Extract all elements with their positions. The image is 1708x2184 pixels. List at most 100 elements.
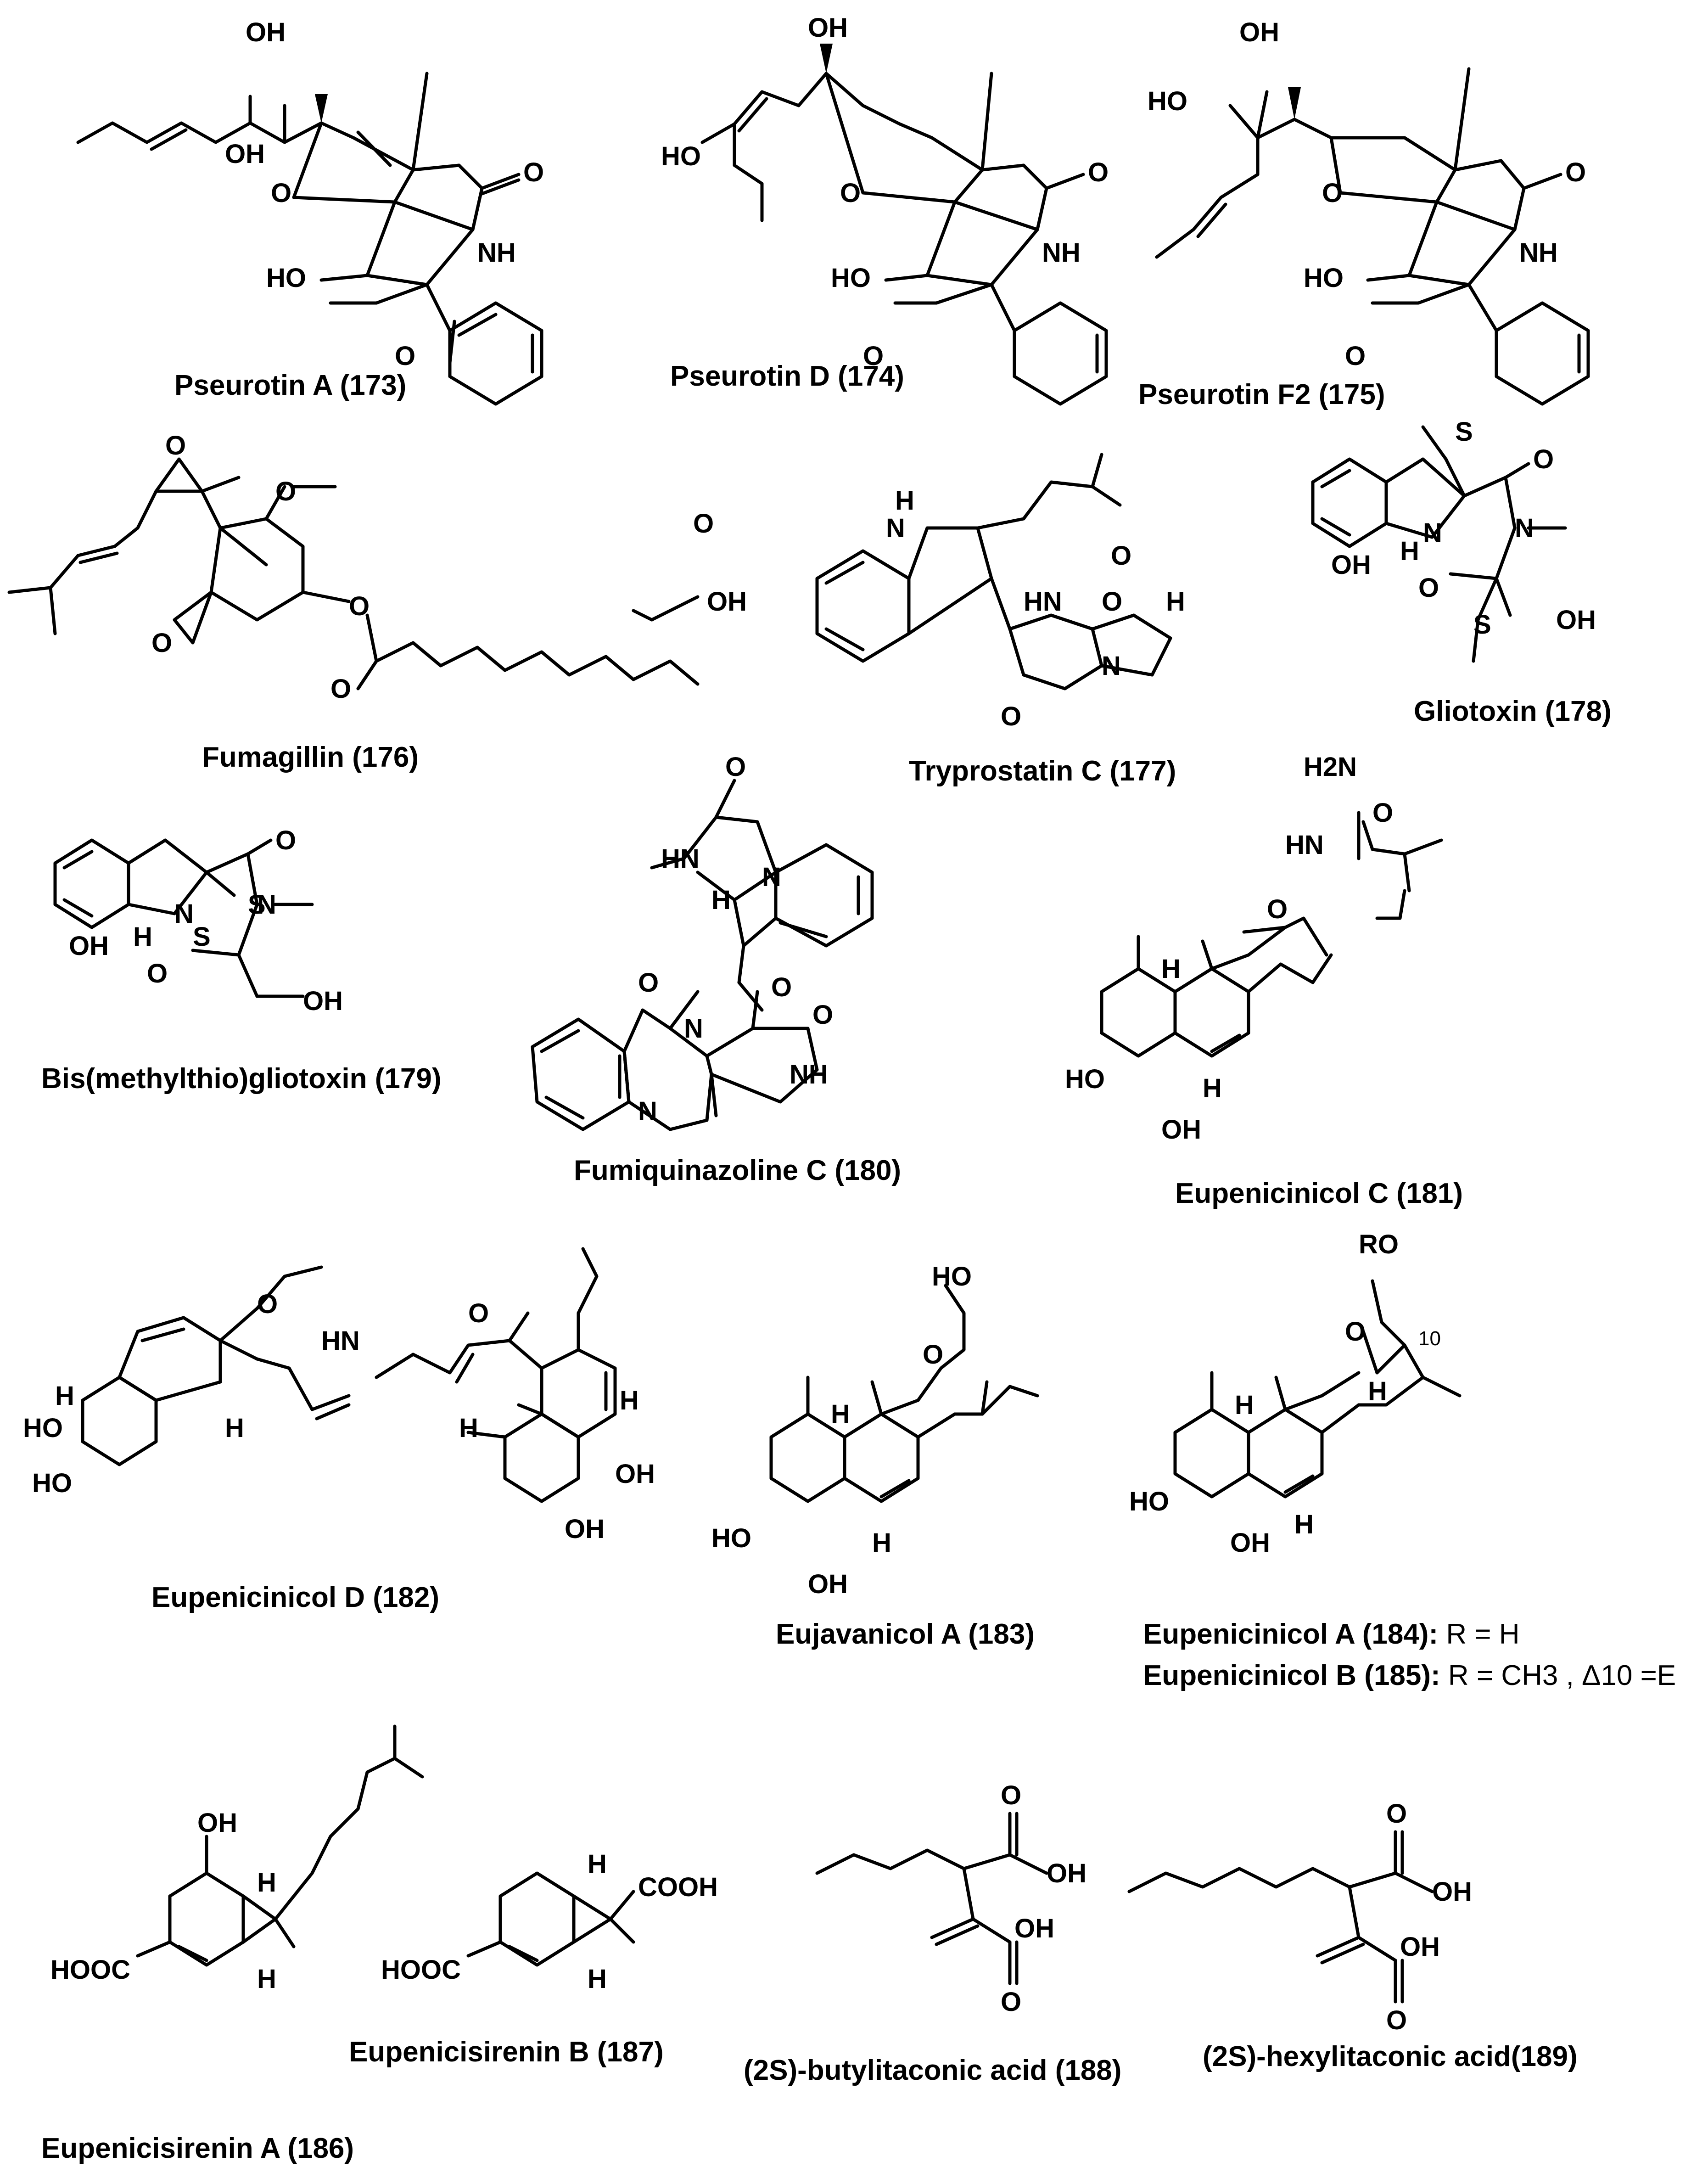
- structure-174: OH HO O O NH HO O: [661, 13, 1109, 406]
- structure-180: O N HN H O O N O NH N: [531, 752, 874, 1131]
- atom-label: S: [1473, 610, 1491, 640]
- atom-label: H: [620, 1386, 639, 1415]
- atom-label: O: [725, 752, 746, 782]
- atom-label: O: [275, 825, 296, 855]
- compound-label-187: Eupenicisirenin B (187): [349, 2036, 664, 2068]
- atom-label: S: [1455, 417, 1473, 447]
- atom-label: OH: [1161, 1115, 1201, 1145]
- atom-label: H: [831, 1399, 850, 1429]
- atom-label: N: [1102, 651, 1121, 681]
- atom-label: O: [638, 968, 659, 998]
- structure-189: O OH OH O: [1127, 1799, 1472, 2035]
- atom-label: O: [330, 674, 351, 704]
- atom-label: H: [225, 1413, 244, 1443]
- atom-label: O: [275, 477, 296, 506]
- atom-label: O: [468, 1298, 489, 1328]
- atom-label: OH: [1556, 605, 1596, 635]
- atom-label: O: [1001, 1780, 1021, 1810]
- compound-label-186: Eupenicisirenin A (186): [41, 2133, 354, 2164]
- atom-label: H: [588, 1964, 607, 1994]
- structure-181: H2N O HN O H HO OH H: [1065, 752, 1443, 1145]
- atom-label: RO: [1359, 1230, 1399, 1259]
- atom-label: O: [1088, 157, 1109, 187]
- compound-label-176: Fumagillin (176): [202, 741, 419, 773]
- atom-label: H: [895, 486, 914, 516]
- atom-label: OH: [707, 587, 747, 617]
- atom-label: H: [1235, 1390, 1254, 1420]
- atom-label: HO: [1304, 263, 1344, 293]
- atom-label: H: [872, 1528, 891, 1558]
- atom-label: HO: [32, 1468, 72, 1498]
- structure-187: H H COOH HOOC: [381, 1849, 718, 1994]
- compound-label-177: Tryprostatin C (177): [909, 755, 1176, 787]
- compound-label-175: Pseurotin F2 (175): [1138, 379, 1385, 410]
- atom-label: HO: [932, 1262, 972, 1291]
- structure-183: HO O H HO OH H: [711, 1262, 1039, 1599]
- atom-label: NH: [1042, 238, 1081, 268]
- atom-label: H: [257, 1964, 276, 1994]
- structure-182: H HO HO H O HN O H H OH OH: [23, 1247, 655, 1544]
- atom-label: N: [684, 1014, 703, 1044]
- atom-label: H: [459, 1413, 478, 1443]
- atom-label: 10: [1418, 1327, 1441, 1350]
- atom-label: H: [1400, 536, 1419, 566]
- atom-label: O: [1533, 444, 1554, 474]
- atom-label: O: [1001, 702, 1021, 731]
- atom-label: O: [1345, 341, 1366, 371]
- structure-188: O OH OH O: [815, 1780, 1086, 2017]
- atom-label: N: [1515, 513, 1534, 543]
- atom-label: O: [271, 178, 291, 208]
- atom-label: H: [257, 1868, 276, 1898]
- atom-label: HO: [23, 1413, 63, 1443]
- compound-label-179: Bis(methylthio)gliotoxin (179): [41, 1063, 442, 1095]
- atom-label: O: [1372, 798, 1393, 828]
- structure-179: O S N N S OH H O OH: [53, 825, 343, 1016]
- compound-label-180: Fumiquinazoline C (180): [574, 1155, 901, 1186]
- atom-label: HO: [711, 1523, 751, 1553]
- atom-label: O: [1001, 1987, 1021, 2017]
- atom-label: O: [147, 959, 168, 988]
- compound-label-189: (2S)-hexylitaconic acid(189): [1203, 2041, 1578, 2072]
- atom-label: N: [638, 1096, 657, 1126]
- atom-label: NH: [790, 1060, 828, 1089]
- atom-label: H: [711, 885, 731, 915]
- compound-label-188: (2S)-butylitaconic acid (188): [744, 2055, 1121, 2086]
- atom-label: N: [762, 862, 781, 892]
- compound-label-183: Eujavanicol A (183): [776, 1618, 1035, 1650]
- atom-label: O: [349, 591, 370, 621]
- atom-label: H: [1161, 954, 1181, 984]
- compound-label-174: Pseurotin D (174): [670, 360, 904, 392]
- atom-label: O: [1565, 157, 1586, 187]
- atom-label: OH: [615, 1459, 655, 1489]
- compound-label-181: Eupenicinicol C (181): [1175, 1178, 1463, 1209]
- compound-label-173: Pseurotin A (173): [174, 370, 406, 401]
- atom-label: H2N: [1304, 752, 1357, 782]
- atom-label: H: [133, 922, 152, 952]
- atom-label: H: [1203, 1073, 1222, 1103]
- atom-label: NH: [1519, 238, 1558, 268]
- atom-label: N: [174, 899, 194, 929]
- atom-label: O: [257, 1289, 278, 1319]
- atom-label: O: [151, 628, 172, 658]
- atom-label: O: [812, 1000, 833, 1030]
- atom-label: OH: [197, 1808, 237, 1838]
- atom-label: O: [395, 341, 415, 371]
- atom-label: OH: [1331, 550, 1371, 580]
- atom-label: O: [840, 178, 861, 208]
- atom-label: HN: [321, 1326, 360, 1356]
- compound-label-182: Eupenicinicol D (182): [151, 1582, 439, 1613]
- atom-label: OH: [808, 1569, 848, 1599]
- atom-label: H: [55, 1381, 74, 1411]
- structure-178: O N N S S OH H O OH: [1311, 417, 1596, 663]
- atom-label: O: [165, 431, 186, 460]
- atom-label: H: [588, 1849, 607, 1879]
- structure-176: O O O O O O OH: [7, 431, 747, 704]
- compound-label-185: Eupenicinicol B (185): R = CH3 , Δ10 =E: [1143, 1660, 1676, 1691]
- atom-label: O: [1418, 573, 1439, 603]
- atom-label: O: [1111, 541, 1131, 571]
- atom-label: S: [248, 890, 266, 920]
- atom-label: O: [693, 509, 714, 539]
- atom-label: HO: [661, 141, 701, 171]
- atom-label: OH: [225, 139, 265, 169]
